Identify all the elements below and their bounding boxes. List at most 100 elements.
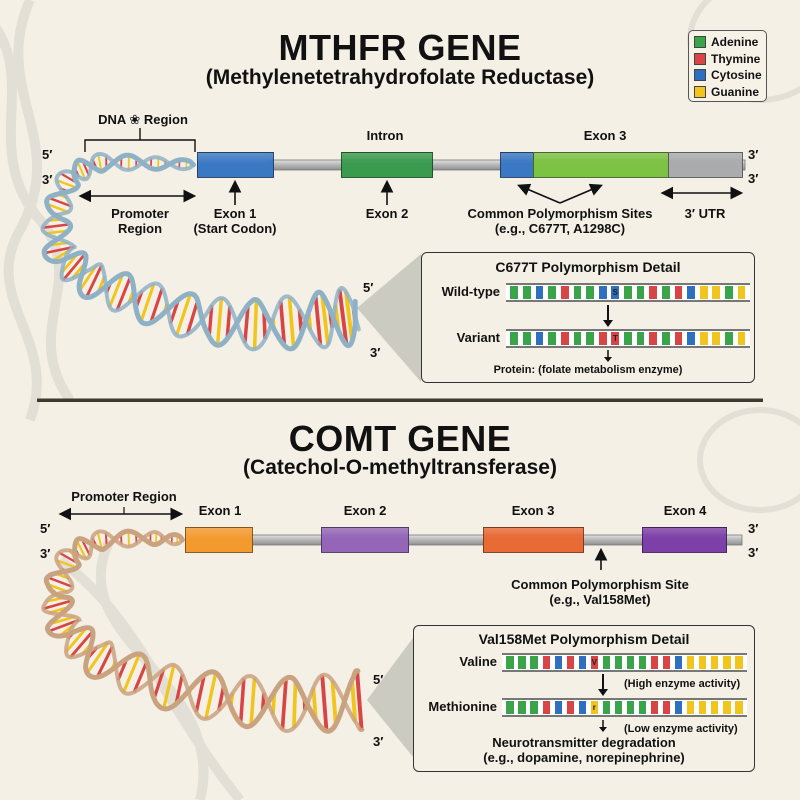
base-guanine	[699, 656, 707, 669]
base-pair-rung	[249, 677, 257, 726]
legend-item-cytosine: Cytosine	[694, 67, 766, 84]
mthfr-exon1-label-2: (Start Codon)	[193, 221, 277, 236]
comt-exon3-label: Exon 3	[511, 503, 555, 518]
base-pair-rung	[46, 576, 73, 588]
base-pair-rung	[108, 273, 125, 308]
base-pair-rung	[252, 299, 259, 350]
comt-detail-panel: Val158Met Polymorphism Detail Valine V (…	[413, 625, 755, 772]
helix-backbone-strand	[40, 152, 361, 352]
legend-label: Adenine	[711, 35, 759, 50]
base-pair-rung	[330, 680, 338, 725]
valine-label: Valine	[459, 654, 497, 669]
comt-exon4-box	[642, 527, 727, 553]
base-cytosine	[535, 332, 544, 345]
base-pair-rung	[337, 289, 349, 346]
base-pair-rung	[292, 681, 298, 728]
base-cytosine	[687, 286, 695, 299]
base-pair-rung	[343, 291, 355, 342]
mthfr-3prime-label: 3′	[42, 172, 53, 187]
base-adenine	[638, 656, 647, 669]
base-pair-rung	[115, 275, 132, 312]
polymorphism-base: r	[590, 701, 598, 714]
base-cytosine	[554, 701, 562, 714]
comt-5prime-label: 5′	[40, 521, 51, 536]
helix-backbone-strand	[41, 529, 365, 734]
mthfr-variant-arrow	[603, 305, 613, 327]
base-pair-rung	[48, 196, 72, 208]
base-pair-rung	[62, 253, 87, 281]
mthfr-exon1-box	[197, 152, 274, 178]
base-thymine	[566, 701, 574, 714]
base-pair-rung	[42, 223, 71, 229]
base-pair-rung	[42, 599, 73, 611]
mthfr-zoom-wedge	[357, 254, 421, 382]
base-adenine	[548, 286, 557, 299]
base-guanine	[737, 332, 746, 345]
comt-footer-1: Neurotransmitter degradation	[492, 735, 676, 750]
wild-type-sequence: S	[506, 283, 750, 302]
base-adenine	[626, 656, 635, 669]
comt-footer-2: (e.g., dopamine, norepinephrine)	[483, 750, 685, 765]
base-pair-rung	[43, 245, 75, 255]
legend-swatch	[694, 69, 706, 82]
base-thymine	[650, 656, 659, 669]
base-adenine	[624, 286, 632, 299]
base-adenine	[638, 701, 647, 714]
legend-label: Thymine	[711, 51, 761, 66]
base-thymine	[560, 332, 569, 345]
base-adenine	[506, 656, 514, 669]
legend-swatch	[694, 85, 706, 98]
dna-region-bracket	[84, 128, 196, 152]
base-pair-rung	[320, 674, 329, 732]
mthfr-end-3prime-bottom: 3′	[748, 171, 759, 186]
comt-title: COMT GENE	[288, 418, 512, 459]
base-guanine	[699, 701, 707, 714]
base-guanine	[723, 656, 731, 669]
comt-exon2-label: Exon 2	[343, 503, 387, 518]
legend-label: Guanine	[711, 84, 760, 99]
mthfr-intron-label: Intron	[366, 128, 404, 143]
comt-helix-5prime: 5′	[373, 672, 384, 687]
dna-region-label: DNA ❀ Region	[98, 112, 188, 127]
base-pair-rung	[56, 179, 78, 189]
base-adenine	[602, 701, 611, 714]
mthfr-promoter-label-1: Promoter	[111, 206, 169, 221]
mthfr-poly-arrow-right	[559, 183, 603, 204]
section-divider-bar	[37, 399, 763, 402]
base-adenine	[523, 286, 531, 299]
mthfr-5prime-label: 5′	[42, 147, 53, 162]
comt-exon4-label: Exon 4	[663, 503, 707, 518]
mthfr-helix-3prime: 3′	[370, 345, 381, 360]
base-thymine	[566, 656, 574, 669]
mthfr-exon2-box	[341, 152, 433, 178]
base-pair-rung	[76, 160, 87, 180]
base-pair-rung	[95, 645, 114, 678]
base-thymine	[650, 701, 659, 714]
base-adenine	[523, 332, 531, 345]
low-activity-note: (Low enzyme activity)	[624, 723, 738, 735]
mthfr-subtitle: (Methylenetetrahydrofolate Reductase)	[205, 66, 595, 89]
base-thymine	[649, 332, 658, 345]
mthfr-detail-panel: C677T Polymorphism Detail Wild-type S Va…	[421, 252, 755, 383]
base-pair-rung	[122, 653, 141, 693]
mthfr-exon3-label: Exon 3	[583, 128, 627, 143]
base-pair-rung	[174, 674, 185, 705]
mthfr-title: MTHFR GENE	[278, 27, 522, 68]
helix-backbone-strand	[43, 528, 361, 734]
base-adenine	[518, 656, 526, 669]
base-adenine	[636, 332, 645, 345]
base-pair-rung	[215, 297, 224, 346]
base-pair-rung	[185, 300, 200, 335]
base-adenine	[573, 286, 582, 299]
base-pair-rung	[287, 296, 296, 348]
mthfr-detail-title: C677T Polymorphism Detail	[495, 259, 681, 275]
base-thymine	[674, 332, 683, 345]
comt-poly-label-1: Common Polymorphism Site	[511, 577, 689, 592]
legend-item-guanine: Guanine	[694, 84, 766, 101]
base-thymine	[663, 701, 671, 714]
methionine-label: Methionine	[428, 699, 497, 714]
base-cytosine	[554, 656, 562, 669]
mthfr-utr-label: 3′ UTR	[684, 206, 726, 221]
base-thymine	[649, 286, 658, 299]
comt-exon3-box	[483, 527, 584, 553]
